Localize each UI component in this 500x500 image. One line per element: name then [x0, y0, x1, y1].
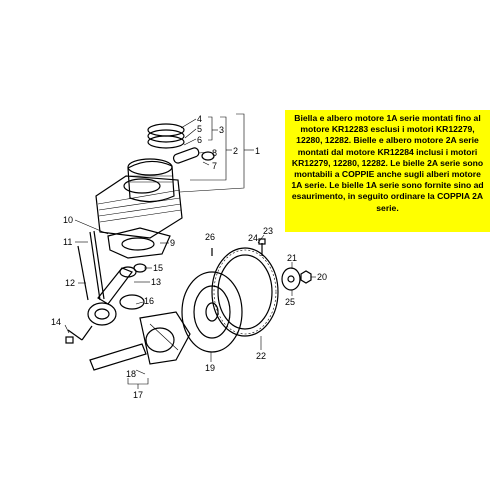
callout-4: 4: [197, 114, 202, 124]
callout-labels: 1 2 3 4 5 6 8 7 10 11 9 12 15 13 14 16 1…: [51, 114, 327, 400]
callout-1: 1: [255, 146, 260, 156]
callout-13: 13: [151, 277, 161, 287]
callout-11: 11: [63, 237, 72, 247]
callout-26: 26: [205, 232, 215, 242]
main-bearing: [119, 294, 145, 310]
callout-7: 7: [212, 161, 217, 171]
base-gasket: [107, 227, 171, 259]
callout-3: 3: [219, 125, 224, 135]
callout-22: 22: [256, 351, 266, 361]
callout-9: 9: [170, 238, 175, 248]
callout-19: 19: [205, 363, 215, 373]
connecting-rod: [81, 267, 133, 341]
bolt: [300, 270, 312, 284]
callout-16: 16: [144, 296, 154, 306]
callout-20: 20: [317, 272, 327, 282]
piston: [127, 158, 175, 203]
callout-8: 8: [212, 148, 217, 158]
piston-rings: [147, 123, 185, 149]
bushings: [119, 263, 147, 278]
callout-2: 2: [233, 146, 238, 156]
info-note: Biella e albero motore 1A serie montati …: [285, 110, 490, 232]
callout-15: 15: [153, 263, 163, 273]
callout-21: 21: [287, 253, 297, 263]
cylinder: [95, 175, 183, 239]
lock-plate: [281, 267, 301, 291]
callout-25: 25: [285, 297, 295, 307]
wrist-pin: [172, 147, 200, 164]
crankshaft: [89, 311, 191, 371]
callout-23: 23: [263, 226, 273, 236]
studs: [77, 230, 105, 301]
callout-6: 6: [197, 135, 202, 145]
callout-10: 10: [63, 215, 73, 225]
leader-lines: [64, 113, 316, 389]
callout-24: 24: [248, 233, 258, 243]
callout-18: 18: [126, 369, 136, 379]
callout-14: 14: [51, 317, 61, 327]
callout-5: 5: [197, 124, 202, 134]
ring-gear: [211, 247, 279, 337]
flywheel-screw: [258, 238, 266, 256]
rod-bolt: [65, 329, 83, 344]
callout-17: 17: [133, 390, 143, 400]
callout-12: 12: [65, 278, 75, 288]
